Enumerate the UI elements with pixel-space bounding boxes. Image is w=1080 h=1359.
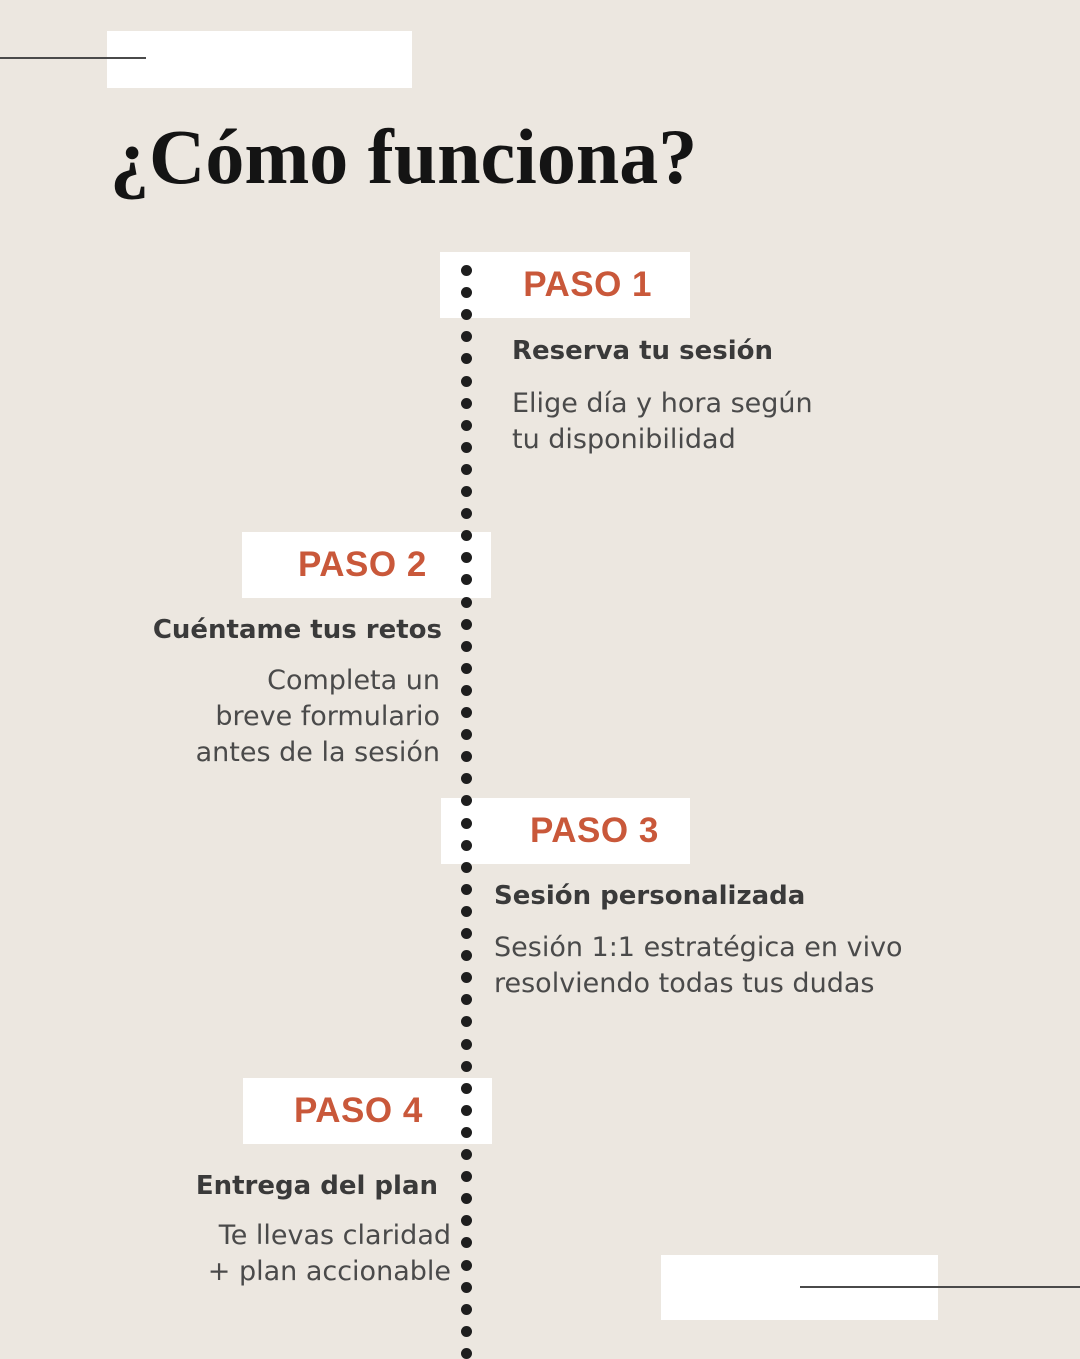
timeline-dot (461, 1237, 472, 1249)
timeline-dot (461, 684, 472, 696)
step-3-text: Sesión 1:1 estratégica en vivo resolvien… (494, 932, 903, 999)
timeline-dot (461, 309, 472, 321)
timeline-dot (461, 552, 472, 564)
timeline-dot (461, 419, 472, 431)
timeline-dot (461, 618, 472, 630)
step-4-badge: PASO 4 (243, 1078, 492, 1144)
decor-box-top (107, 31, 412, 88)
timeline-dot (461, 795, 472, 807)
timeline-dot (461, 1193, 472, 1205)
timeline-dot (461, 839, 472, 851)
step-3-heading: Sesión personalizada (494, 881, 806, 911)
timeline-dot (461, 994, 472, 1006)
timeline-dot (461, 397, 472, 409)
timeline-dot (461, 883, 472, 895)
decor-line-bottom (800, 1286, 1080, 1288)
timeline-dot (461, 530, 472, 542)
timeline-dot (461, 972, 472, 984)
timeline-dot (461, 905, 472, 917)
timeline-dot (461, 1325, 472, 1337)
timeline-dot (461, 773, 472, 785)
timeline-dot (461, 751, 472, 763)
step-1-heading: Reserva tu sesión (512, 336, 773, 366)
timeline-dot (461, 928, 472, 939)
timeline-dot (461, 508, 472, 520)
timeline-dot (461, 1149, 472, 1160)
timeline-dot (461, 486, 472, 497)
timeline-dot (461, 1126, 472, 1138)
decor-line-top (0, 57, 146, 59)
timeline-dot (461, 463, 472, 475)
timeline-dot (461, 662, 472, 674)
timeline-dot (461, 331, 472, 343)
step-2-label: PASO 2 (298, 545, 427, 584)
step-2-badge: PASO 2 (242, 532, 491, 598)
timeline-dot (461, 640, 472, 652)
timeline-dot (461, 1104, 472, 1116)
step-2-text: Completa un breve formulario antes de la… (195, 665, 440, 768)
timeline-dot (461, 1215, 472, 1227)
timeline-dot (461, 1303, 472, 1315)
step-4-label: PASO 4 (294, 1091, 423, 1130)
step-4-text: Te llevas claridad + plan accionable (207, 1220, 451, 1287)
timeline-dot (461, 1171, 472, 1183)
timeline-dot (461, 265, 472, 276)
timeline-dot (461, 596, 472, 608)
step-4-heading: Entrega del plan (195, 1171, 438, 1201)
timeline-dot (461, 574, 472, 586)
step-1-text: Elige día y hora según tu disponibilidad (512, 388, 813, 455)
step-2-heading: Cuéntame tus retos (152, 615, 442, 645)
step-3-badge: PASO 3 (441, 798, 690, 864)
step-1-badge: PASO 1 (440, 252, 690, 318)
timeline-dot (461, 729, 472, 741)
page-title: ¿Cómo funciona? (110, 113, 698, 200)
timeline-dot (461, 441, 472, 453)
timeline-dot (461, 861, 472, 873)
timeline-dot (461, 375, 472, 387)
timeline-dot (461, 817, 472, 829)
timeline-dot (461, 1060, 472, 1072)
timeline-dot (461, 287, 472, 299)
timeline-dot (461, 1259, 472, 1271)
timeline-dot (461, 1082, 472, 1094)
timeline-dot (461, 353, 472, 365)
timeline-dot (461, 1038, 472, 1050)
timeline-dot (461, 707, 472, 718)
step-3-label: PASO 3 (530, 811, 659, 850)
timeline-dot (461, 1016, 472, 1028)
timeline-dot (461, 950, 472, 962)
step-1-label: PASO 1 (523, 265, 652, 304)
timeline-dot (461, 1281, 472, 1293)
